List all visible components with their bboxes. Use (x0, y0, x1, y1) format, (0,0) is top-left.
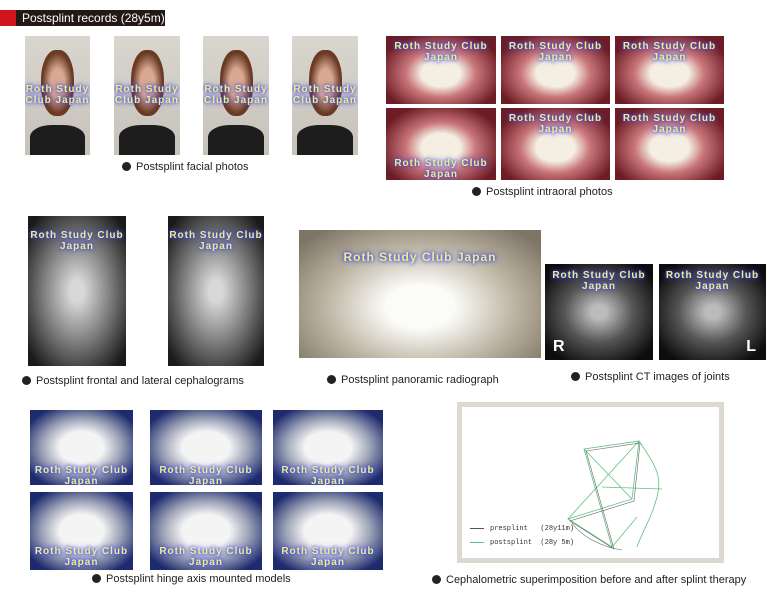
facial-photo-smile: Roth Study Club Japan (114, 36, 180, 155)
watermark: Roth Study Club Japan (552, 270, 646, 292)
watermark: Roth Study Club Japan (622, 113, 717, 135)
model-left-open: Roth Study Club Japan (273, 492, 383, 570)
legend-label: presplint (490, 525, 528, 533)
panoramic-radiograph: Roth Study Club Japan (299, 230, 541, 358)
superimposition-caption: Cephalometric superimposition before and… (432, 574, 746, 587)
watermark: Roth Study Club Japan (281, 465, 375, 485)
legend-presplint: presplint (28y11m) (470, 525, 574, 533)
lateral-cephalogram: Roth Study Club Japan (28, 216, 126, 366)
legend-age: (28y11m) (540, 525, 575, 533)
ceph-caption: Postsplint frontal and lateral cephalogr… (22, 375, 244, 388)
watermark: Roth Study Club Japan (34, 465, 129, 485)
watermark: Roth Study Club Japan (293, 83, 357, 106)
ct-caption: Postsplint CT images of joints (571, 371, 730, 384)
legend-postsplint: postsplint (28y 5m) (470, 539, 574, 547)
intraoral-lower-occlusal: Roth Study Club Japan (615, 108, 724, 180)
intraoral-upper-occlusal: Roth Study Club Japan (386, 108, 496, 180)
intraoral-right: Roth Study Club Japan (386, 36, 496, 104)
legend-line-gray (470, 527, 484, 529)
legend-label: postsplint (490, 539, 533, 547)
watermark: Roth Study Club Japan (508, 113, 603, 135)
model-front-open: Roth Study Club Japan (150, 492, 262, 570)
intraoral-left: Roth Study Club Japan (615, 36, 724, 104)
watermark: Roth Study Club Japan (622, 41, 717, 63)
model-left: Roth Study Club Japan (273, 410, 383, 485)
watermark: Roth Study Club Japan (115, 83, 179, 106)
frontal-cephalogram: Roth Study Club Japan (168, 216, 264, 366)
header-accent (0, 10, 16, 26)
watermark: Roth Study Club Japan (343, 250, 497, 264)
watermark: Roth Study Club Japan (169, 230, 263, 252)
watermark: Roth Study Club Japan (508, 41, 603, 63)
facial-caption: Postsplint facial photos (122, 161, 249, 174)
intraoral-caption: Postsplint intraoral photos (472, 186, 613, 199)
ceph-tracing (567, 440, 663, 551)
watermark: Roth Study Club Japan (665, 270, 760, 292)
ct-label-left: L (746, 338, 756, 355)
watermark: Roth Study Club Japan (281, 546, 375, 568)
model-front: Roth Study Club Japan (150, 410, 262, 485)
intraoral-front-open: Roth Study Club Japan (501, 108, 610, 180)
legend-line-green (470, 541, 484, 543)
intraoral-front: Roth Study Club Japan (501, 36, 610, 104)
model-right: Roth Study Club Japan (30, 410, 133, 485)
ct-label-right: R (553, 338, 565, 355)
watermark: Roth Study Club Japan (25, 83, 90, 106)
facial-photo-left: Roth Study Club Japan (292, 36, 358, 155)
cephalometric-superimposition: presplint (28y11m) postsplint (28y 5m) (457, 402, 724, 563)
watermark: Roth Study Club Japan (204, 83, 268, 106)
model-right-open: Roth Study Club Japan (30, 492, 133, 570)
watermark: Roth Study Club Japan (394, 41, 488, 63)
models-caption: Postsplint hinge axis mounted models (92, 573, 291, 586)
panoramic-caption: Postsplint panoramic radiograph (327, 374, 499, 387)
facial-photo-frontal: Roth Study Club Japan (25, 36, 90, 155)
watermark: Roth Study Club Japan (30, 230, 124, 252)
facial-photo-right: Roth Study Club Japan (203, 36, 269, 155)
legend-age: (28y 5m) (540, 539, 575, 547)
watermark: Roth Study Club Japan (394, 158, 488, 180)
watermark: Roth Study Club Japan (159, 546, 253, 568)
watermark: Roth Study Club Japan (159, 465, 253, 485)
page-title: Postsplint records (28y5m) (16, 10, 165, 26)
watermark: Roth Study Club Japan (34, 546, 129, 568)
